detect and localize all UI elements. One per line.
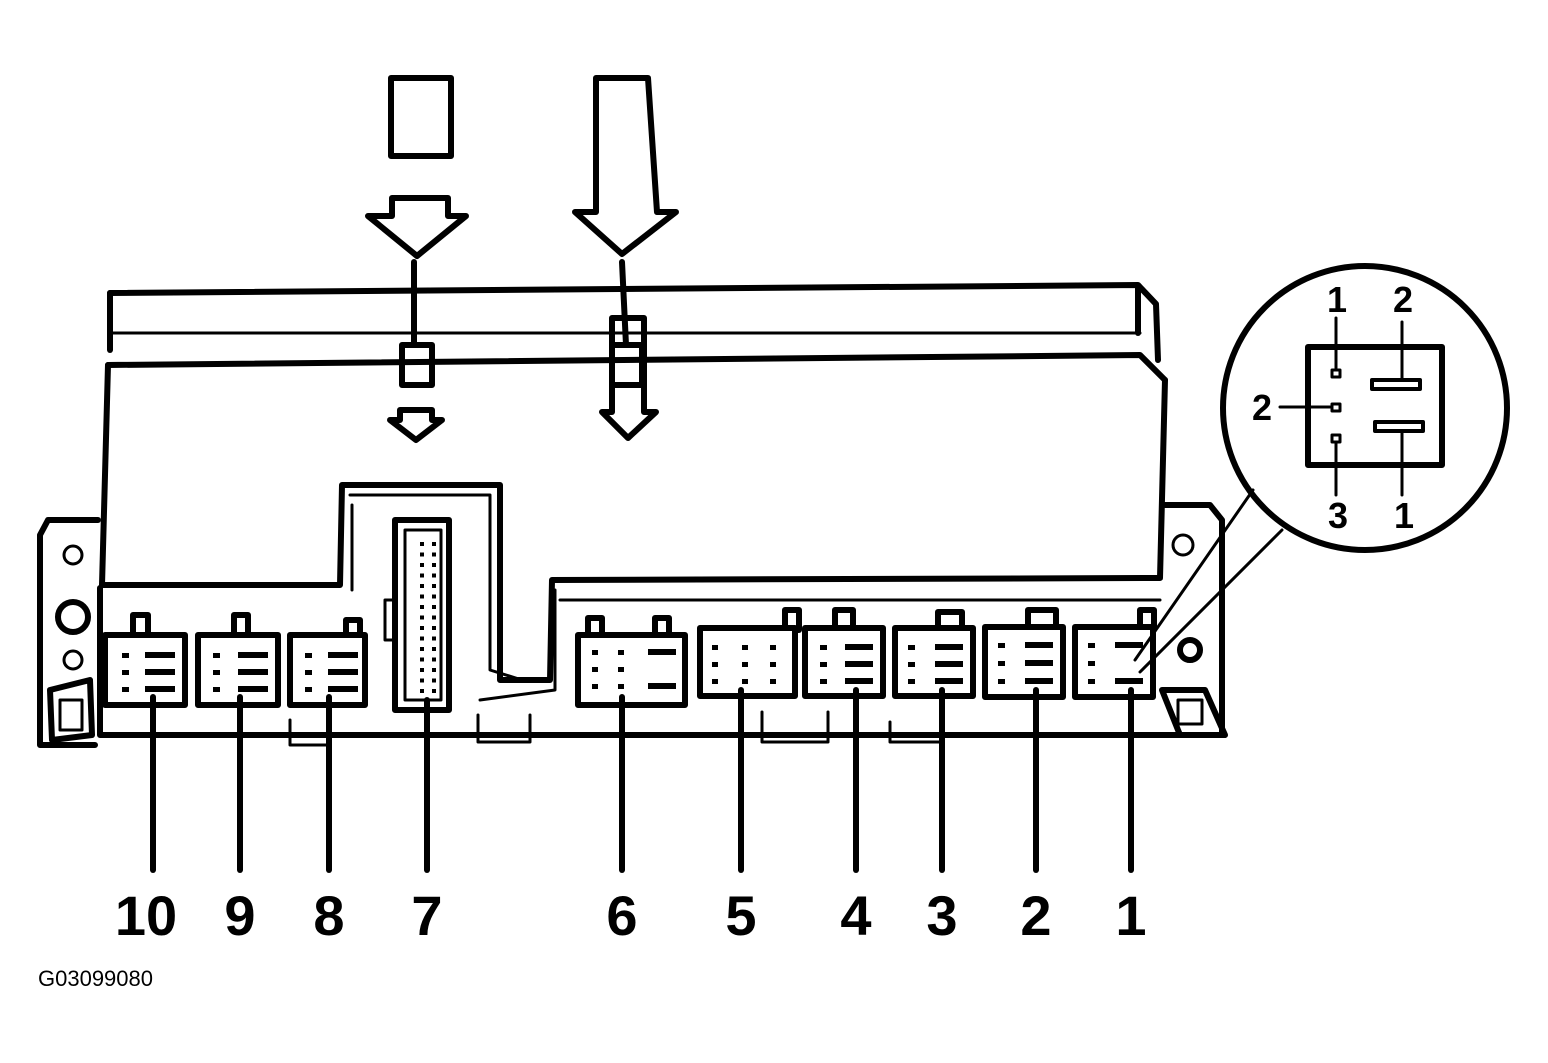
connector-label-7: 7 <box>411 884 442 947</box>
connector-7-pin <box>432 542 436 546</box>
connector-7-pin <box>432 605 436 609</box>
figure-code: G03099080 <box>38 966 153 991</box>
connector-7-pin <box>420 657 424 662</box>
pin-detail-callout: 1 2 2 3 1 <box>1133 263 1510 674</box>
connector-7-pin <box>432 584 436 588</box>
connector-7 <box>383 517 452 713</box>
connector-label-4: 4 <box>840 884 871 947</box>
pin-label-bottom-right: 1 <box>1394 495 1414 536</box>
connector-7-pin <box>420 563 424 567</box>
connector-label-2: 2 <box>1020 884 1051 947</box>
connector-7-pin <box>432 647 436 651</box>
connector-7-pin <box>420 689 424 693</box>
connector-label-5: 5 <box>725 884 756 947</box>
pin-label-top-left: 1 <box>1327 279 1347 320</box>
connector-7-pin <box>420 552 424 557</box>
pin-label-bottom-left: 3 <box>1328 495 1348 536</box>
connector-7-pin <box>432 636 436 641</box>
connector-7-pin <box>432 615 436 620</box>
connector-7-pin <box>432 668 436 672</box>
small-arrow <box>365 75 469 443</box>
connector-5 <box>697 607 802 699</box>
relay-box-housing <box>97 282 1218 747</box>
connector-2 <box>982 607 1066 700</box>
connector-8 <box>287 617 368 708</box>
connector-1 <box>1072 607 1157 700</box>
pin-label-left: 2 <box>1252 387 1272 428</box>
leader-lines <box>150 687 1134 873</box>
connector-number-labels: 10 9 8 7 6 5 4 3 2 1 <box>115 884 1147 947</box>
right-mounting-bracket <box>1159 502 1228 738</box>
connector-label-9: 9 <box>224 884 255 947</box>
connector-7-pin <box>432 678 436 683</box>
connector-7-pin <box>420 542 424 546</box>
connector-7-pin <box>432 552 436 557</box>
connector-10 <box>102 612 188 708</box>
connector-7-pin <box>420 605 424 609</box>
connector-7-pin <box>420 678 424 683</box>
connector-7-pin <box>420 668 424 672</box>
left-mounting-bracket <box>37 517 101 748</box>
connector-label-1: 1 <box>1115 884 1146 947</box>
connector-7-pin <box>432 657 436 662</box>
connector-6 <box>575 615 688 708</box>
connector-7-pin <box>432 573 436 578</box>
connector-7-pin <box>432 626 436 630</box>
connector-7-pin <box>432 594 436 599</box>
connector-7-pin <box>420 636 424 641</box>
connector-label-8: 8 <box>313 884 344 947</box>
connector-7-pin <box>420 594 424 599</box>
connector-7-pin <box>420 626 424 630</box>
connector-label-10: 10 <box>115 884 177 947</box>
connector-4 <box>802 607 886 699</box>
connector-7-pin <box>420 647 424 651</box>
connector-7-pin <box>432 689 436 693</box>
connector-7-pin <box>420 584 424 588</box>
connector-7-pin <box>420 573 424 578</box>
connector-3 <box>892 609 976 699</box>
pin-label-top-right: 2 <box>1393 279 1413 320</box>
connector-7-pin <box>432 563 436 567</box>
connector-label-3: 3 <box>926 884 957 947</box>
connector-label-6: 6 <box>606 884 637 947</box>
connector-9 <box>195 612 281 708</box>
connector-7-pin <box>420 615 424 620</box>
